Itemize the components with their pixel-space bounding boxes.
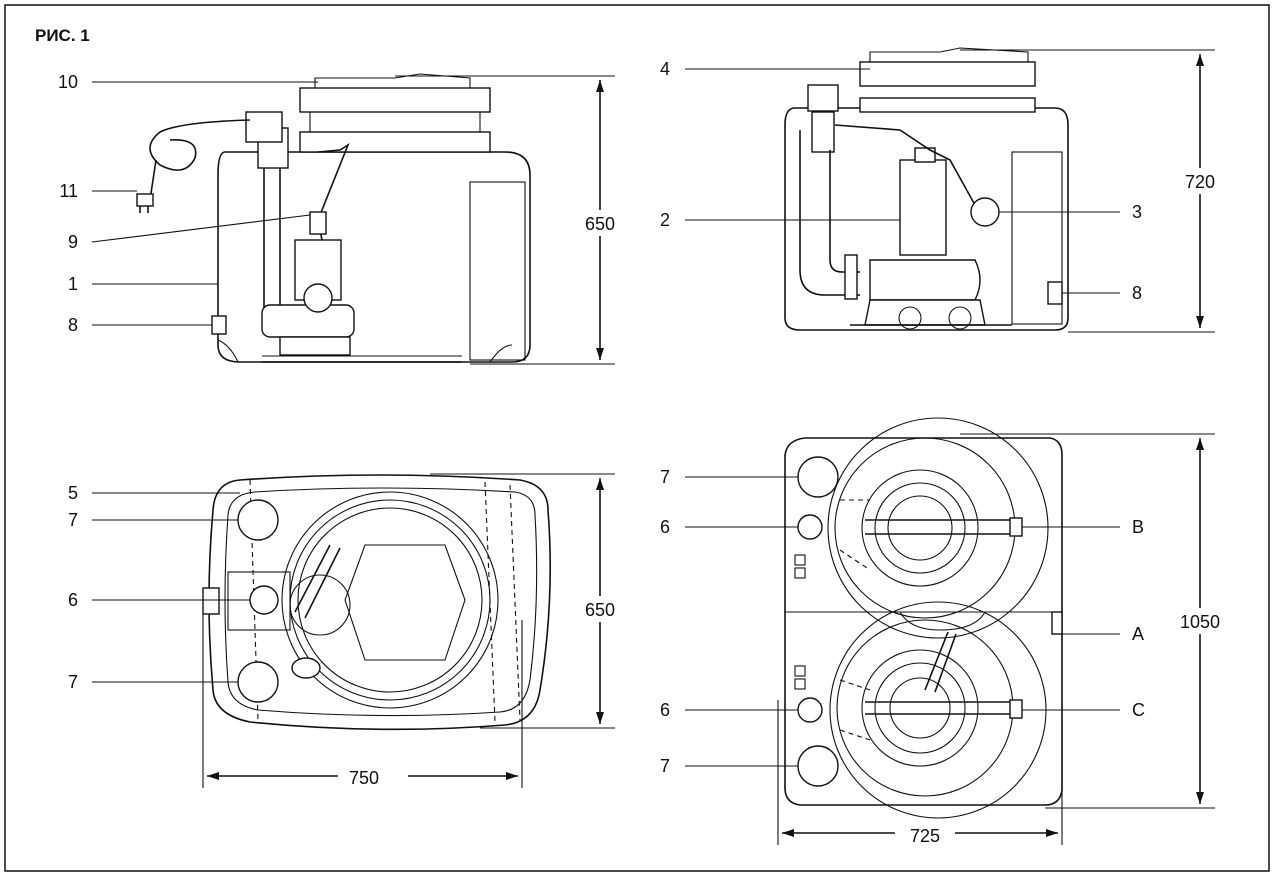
label-4: 4 (660, 59, 670, 79)
label-1: 1 (68, 274, 78, 294)
inlet-circle-bottom (237, 661, 279, 703)
label-7-top: 7 (68, 510, 78, 530)
inlet-circle-lower (797, 745, 839, 787)
side-view-right: 720 4 2 3 8 (660, 47, 1222, 333)
dimension-height-1050: 1050 (1180, 612, 1220, 632)
dimension-width-725: 725 (910, 826, 940, 846)
label-9: 9 (68, 232, 78, 252)
label-B: B (1132, 517, 1144, 537)
label-3: 3 (1132, 202, 1142, 222)
label-6-upper: 6 (660, 517, 670, 537)
tank-body (217, 151, 531, 363)
dimension-height-650-top: 650 (585, 600, 615, 620)
label-5: 5 (68, 483, 78, 503)
outlet-fitting (249, 585, 279, 615)
float-ball (970, 197, 1000, 227)
label-10: 10 (58, 72, 78, 92)
manhole-ring (281, 491, 499, 709)
upper-chamber-ring (827, 417, 1049, 639)
label-C: C (1132, 700, 1145, 720)
inlet-circle-top (237, 499, 279, 541)
label-6-lower: 6 (660, 700, 670, 720)
label-7-bottom: 7 (68, 672, 78, 692)
tank-body (784, 107, 1069, 331)
figure-title: РИС. 1 (35, 26, 90, 45)
top-view-double: 1050 725 7 6 6 7 B A C (660, 417, 1228, 848)
label-A: A (1132, 624, 1144, 644)
side-view-left: 650 10 11 9 1 8 (58, 72, 622, 365)
outlet-fitting-upper (797, 514, 823, 540)
power-cable (149, 119, 251, 171)
label-8-right: 8 (1132, 283, 1142, 303)
tank-rib (469, 181, 526, 361)
dimension-height-720: 720 (1185, 172, 1215, 192)
dimension-height-650: 650 (585, 214, 615, 234)
label-7-upper: 7 (660, 467, 670, 487)
pump-base (261, 304, 355, 338)
figure-border (4, 4, 1270, 872)
pump-motor (899, 159, 947, 256)
tank-outline (784, 437, 1063, 806)
label-11: 11 (59, 181, 78, 201)
lid (299, 87, 491, 113)
inlet-circle-upper (797, 456, 839, 498)
top-view-single: 650 750 5 7 6 7 (68, 473, 622, 790)
plug (136, 193, 154, 207)
outlet-fitting-lower (797, 697, 823, 723)
label-7-lower: 7 (660, 756, 670, 776)
dimension-width-750: 750 (349, 768, 379, 788)
label-8: 8 (68, 315, 78, 335)
lid (859, 61, 1036, 87)
label-2: 2 (660, 210, 670, 230)
label-6: 6 (68, 590, 78, 610)
